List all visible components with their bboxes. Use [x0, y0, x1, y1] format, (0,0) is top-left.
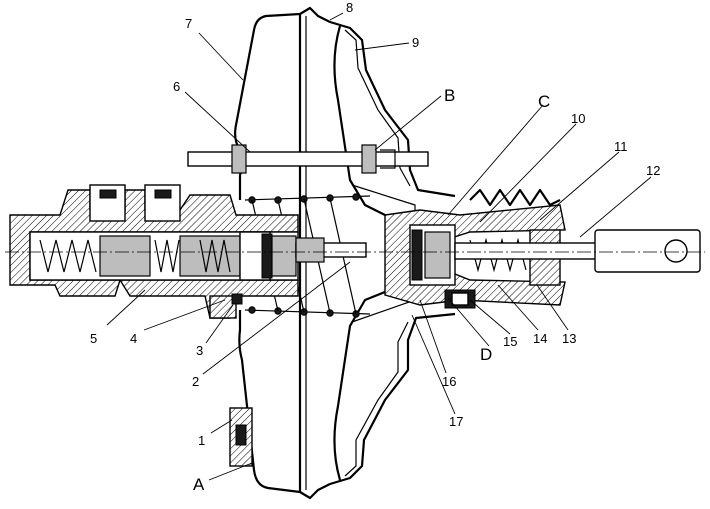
label-C: C — [538, 92, 550, 111]
labels: 7 8 9 6 B C 10 11 12 5 4 3 2 1 A 16 17 D… — [90, 0, 660, 494]
label-5: 5 — [90, 331, 97, 346]
through-bolt — [187, 144, 429, 174]
label-14: 14 — [533, 331, 547, 346]
leader-lines — [106, 12, 652, 481]
label-2: 2 — [192, 374, 199, 389]
label-10: 10 — [571, 111, 585, 126]
return-spring — [244, 193, 371, 318]
label-16: 16 — [442, 374, 456, 389]
input-pushrod — [454, 229, 701, 273]
label-A: A — [193, 475, 205, 494]
label-3: 3 — [196, 343, 203, 358]
label-6: 6 — [173, 79, 180, 94]
label-11: 11 — [614, 139, 628, 154]
label-12: 12 — [646, 163, 660, 178]
label-7: 7 — [185, 16, 192, 31]
label-9: 9 — [412, 35, 419, 50]
mounting-stud — [229, 407, 253, 467]
booster-rear-shell — [299, 6, 456, 500]
output-pushrod — [295, 237, 367, 263]
label-B: B — [444, 86, 455, 105]
label-D: D — [480, 345, 492, 364]
label-4: 4 — [130, 331, 137, 346]
label-1: 1 — [198, 433, 205, 448]
master-cylinder — [9, 184, 299, 319]
label-8: 8 — [346, 0, 353, 15]
label-13: 13 — [562, 331, 576, 346]
label-15: 15 — [503, 334, 517, 349]
label-17: 17 — [449, 414, 463, 429]
